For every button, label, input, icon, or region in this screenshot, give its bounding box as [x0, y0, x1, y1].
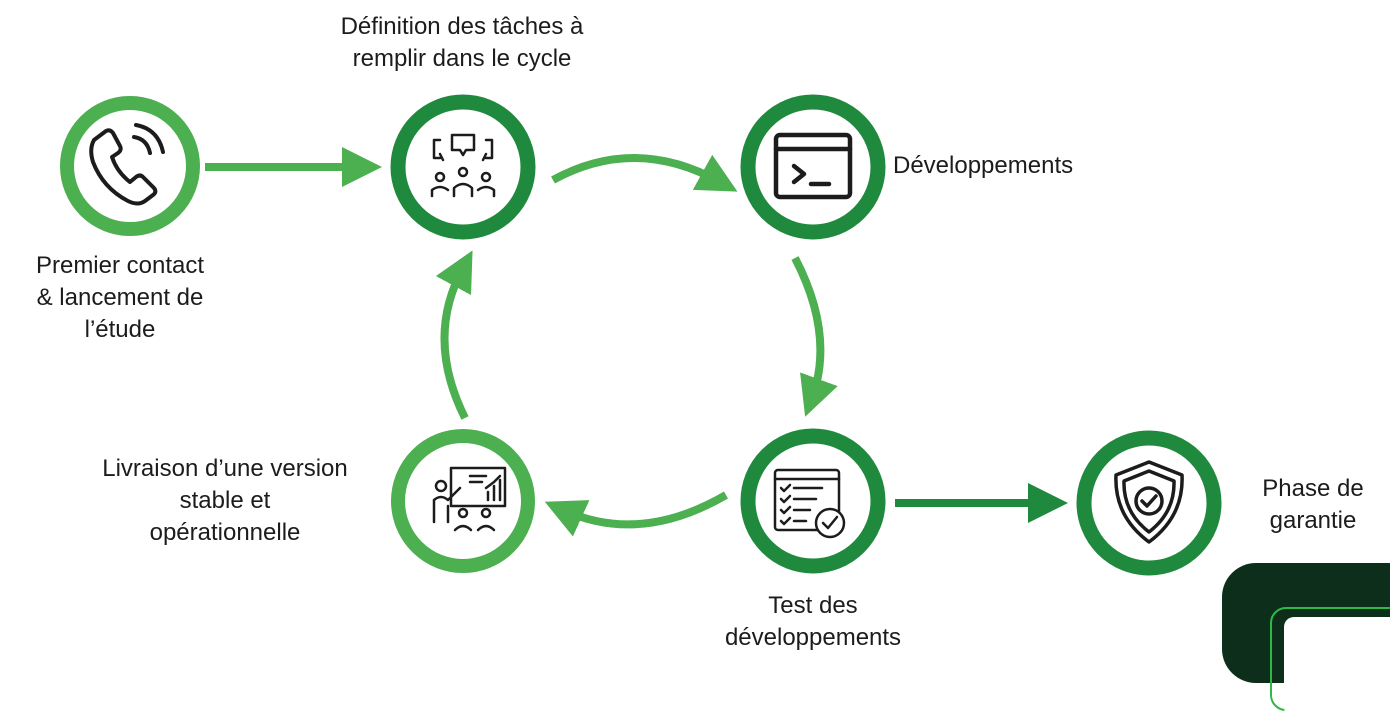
shield-check-icon	[1114, 460, 1184, 544]
label-warranty: Phase de garantie	[1262, 475, 1364, 534]
corner-chat-widget[interactable]	[1222, 563, 1390, 717]
step-circle-first-contact	[60, 96, 200, 236]
label-task-definition: Définition des tâches à remplir dans le …	[340, 13, 584, 72]
arrow-development-to-testing	[791, 256, 838, 417]
process-diagram	[60, 94, 1222, 576]
team-meeting-icon	[430, 133, 496, 198]
arrow-definition-to-development	[551, 154, 738, 192]
phone-icon	[89, 123, 165, 206]
step-circle-testing	[740, 428, 886, 574]
label-testing: Test des développements	[724, 592, 902, 651]
terminal-icon	[773, 132, 853, 200]
arrow-delivery-to-definition	[435, 250, 473, 420]
arrow-testing-to-delivery	[544, 491, 729, 537]
presentation-icon	[432, 466, 507, 532]
flow-arrows	[205, 147, 1068, 537]
step-circle-task-definition	[390, 94, 536, 240]
corner-widget-panel	[1284, 617, 1390, 717]
label-first-contact: Premier contact & lancement de l’étude	[35, 252, 205, 343]
checklist-icon	[773, 468, 846, 539]
step-circle-delivery	[391, 429, 535, 573]
label-delivery: Livraison d’une version stable et opérat…	[102, 455, 348, 546]
label-development: Développements	[893, 152, 1074, 179]
step-circle-warranty	[1076, 430, 1222, 576]
step-circle-development	[740, 94, 886, 240]
